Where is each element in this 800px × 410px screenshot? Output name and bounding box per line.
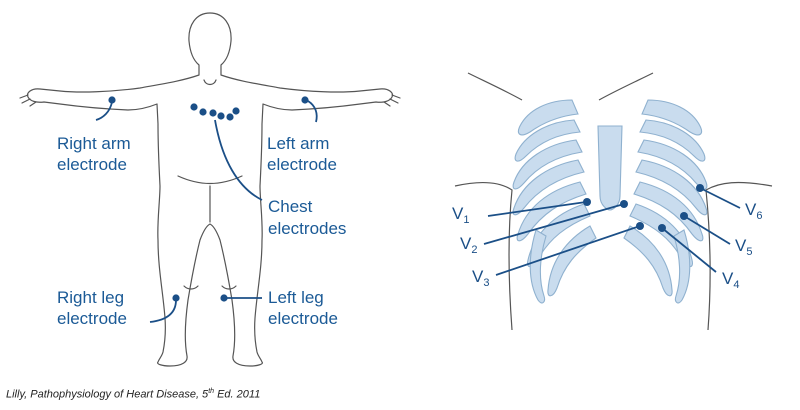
caption-suffix: Ed. 2011 bbox=[214, 388, 261, 401]
right-leg-leader bbox=[149, 299, 177, 323]
chest-label-line2: electrodes bbox=[268, 219, 346, 238]
v1-leader bbox=[487, 201, 587, 217]
chest-electrode bbox=[199, 108, 207, 116]
left-arm-leader bbox=[307, 100, 318, 123]
right-arm-label-line2: electrode bbox=[57, 155, 127, 174]
v4-label: V4 bbox=[722, 269, 739, 291]
chest-electrode bbox=[232, 107, 240, 115]
v6-electrode bbox=[696, 184, 704, 192]
chest-leader bbox=[214, 119, 263, 201]
chest-electrode bbox=[226, 113, 234, 121]
v2-electrode bbox=[620, 200, 628, 208]
left-arm-label-line2: electrode bbox=[267, 155, 337, 174]
body-figure bbox=[19, 12, 401, 367]
v5-label: V5 bbox=[735, 236, 752, 258]
right-leg-label-line1: Right leg bbox=[57, 288, 124, 307]
body-electrodes bbox=[108, 96, 309, 302]
torso-outline bbox=[454, 72, 773, 331]
left-leader-lines bbox=[95, 100, 318, 323]
left-arm-label-line1: Left arm bbox=[267, 134, 329, 153]
left-leg-label-line1: Left leg bbox=[268, 288, 324, 307]
chest-electrode bbox=[209, 109, 217, 117]
precordial-labels: V1 V2 V3 V4 V5 V6 bbox=[452, 200, 762, 291]
left-arm-electrode bbox=[301, 96, 309, 104]
v3-label: V3 bbox=[472, 267, 489, 289]
right-arm-leader bbox=[95, 101, 113, 121]
v1-label: V1 bbox=[452, 204, 469, 226]
source-caption: Lilly, Pathophysiology of Heart Disease,… bbox=[6, 388, 260, 401]
v3-electrode bbox=[636, 222, 644, 230]
left-leg-electrode bbox=[220, 294, 228, 302]
chest-electrode bbox=[217, 112, 225, 120]
right-leg-electrode bbox=[172, 294, 180, 302]
precordial-leader-lines bbox=[483, 187, 741, 276]
v6-leader bbox=[699, 187, 741, 209]
rib-cage bbox=[512, 99, 708, 304]
chest-label-line1: Chest bbox=[268, 197, 313, 216]
left-leg-label-line2: electrode bbox=[268, 309, 338, 328]
precordial-electrodes bbox=[583, 184, 704, 232]
right-arm-electrode bbox=[108, 96, 116, 104]
v6-label: V6 bbox=[745, 200, 762, 222]
right-leg-label-line2: electrode bbox=[57, 309, 127, 328]
caption-prefix: Lilly, Pathophysiology of Heart Disease,… bbox=[6, 388, 209, 401]
caption-superscript: th bbox=[208, 388, 215, 395]
v2-leader bbox=[483, 203, 625, 245]
v4-electrode bbox=[658, 224, 666, 232]
v2-label: V2 bbox=[460, 234, 477, 256]
chest-electrode bbox=[190, 103, 198, 111]
left-labels: Right arm electrode Left arm electrode C… bbox=[57, 134, 346, 328]
v4-leader bbox=[661, 227, 717, 273]
v5-electrode bbox=[680, 212, 688, 220]
v3-leader bbox=[495, 225, 641, 276]
v1-electrode bbox=[583, 198, 591, 206]
right-arm-label-line1: Right arm bbox=[57, 134, 131, 153]
v5-leader bbox=[683, 215, 731, 245]
